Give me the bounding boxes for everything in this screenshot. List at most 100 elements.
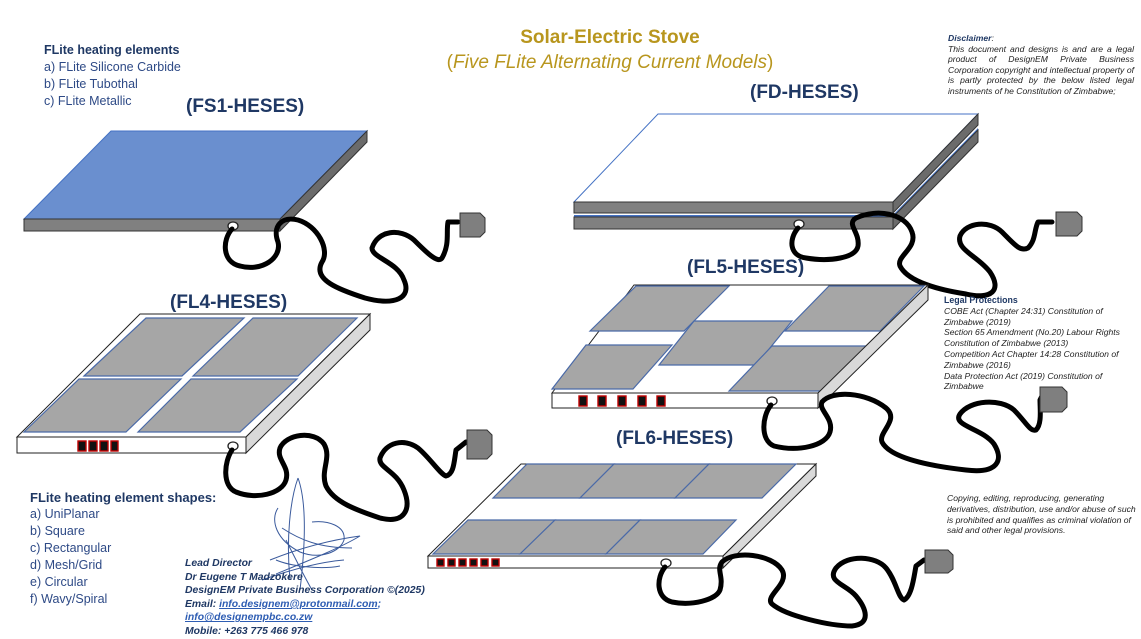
control-button[interactable] xyxy=(637,395,647,407)
contact-role: Lead Director xyxy=(185,558,252,569)
fl5-side-edge xyxy=(817,283,929,410)
element-shapes-list: FLite heating element shapes: a) UniPlan… xyxy=(30,489,216,608)
fd-top-surface xyxy=(572,113,980,203)
email-separator: ; xyxy=(377,598,382,610)
fl5-power-cord xyxy=(761,391,1045,474)
control-button[interactable] xyxy=(88,440,98,452)
control-button[interactable] xyxy=(447,558,456,567)
subtitle-text: Five FLite Alternating Current Models xyxy=(453,52,767,73)
email-link-protonmail[interactable]: info.designem@protonmail.com xyxy=(219,598,378,610)
fd-top-side-edge xyxy=(892,112,979,215)
page-subtitle: (Five FLite Alternating Current Models) xyxy=(420,50,800,76)
contact-email-line: Email: info.designem@protonmail.com; xyxy=(185,598,425,612)
fl5-heating-plate xyxy=(657,320,794,366)
model-label-fd: (FD-HESES) xyxy=(750,82,859,103)
fd-power-cord xyxy=(789,210,1055,299)
element-shapes-heading: FLite heating element shapes: xyxy=(30,490,217,505)
stove-fd xyxy=(572,112,1083,299)
disclaimer-heading-colon: : xyxy=(991,33,994,43)
subtitle-paren-close: ) xyxy=(766,52,774,73)
disclaimer-heading-text: Disclaimer xyxy=(948,33,992,43)
control-button[interactable] xyxy=(436,558,445,567)
fl5-control-buttons xyxy=(578,395,666,407)
fl5-front-edge xyxy=(551,392,819,409)
element-shape-item: e) Circular xyxy=(30,575,88,589)
heating-elements-heading: FLite heating elements xyxy=(44,43,180,57)
element-shape-item: c) Rectangular xyxy=(30,541,112,555)
model-label-fl4: (FL4-HESES) xyxy=(170,292,288,313)
model-label-fl5: (FL5-HESES) xyxy=(687,257,805,278)
control-button[interactable] xyxy=(458,558,467,567)
page-title: Solar-Electric Stove xyxy=(520,27,700,48)
fl5-heating-plate xyxy=(588,285,731,332)
legal-protections-block: Legal Protections COBE Act (Chapter 24:3… xyxy=(944,295,1139,392)
contact-name: Dr Eugene T Madzokere xyxy=(185,571,303,583)
disclaimer-text: This document and designs is and are a l… xyxy=(948,43,1134,96)
stove-fl5 xyxy=(550,283,1068,474)
fl6-control-buttons xyxy=(436,558,500,567)
disclaimer-block: Disclaimer: This document and designs is… xyxy=(948,33,1134,96)
legal-protection-item: Section 65 Amendment (No.20) Labour Righ… xyxy=(944,327,1120,349)
contact-email-line-2: info@designempbc.co.zw xyxy=(185,611,425,625)
fs1-front-edge xyxy=(23,218,281,232)
fl4-power-cord xyxy=(223,432,469,522)
copy-notice: Copying, editing, reproducing, generatin… xyxy=(947,493,1136,536)
disclaimer-heading: Disclaimer: xyxy=(948,33,1134,44)
control-button[interactable] xyxy=(597,395,607,407)
control-button[interactable] xyxy=(99,440,109,452)
heating-element-item: b) FLite Tubothal xyxy=(44,77,138,91)
email-link-designempbc[interactable]: info@designempbc.co.zw xyxy=(185,612,313,624)
control-button[interactable] xyxy=(491,558,500,567)
fl5-power-plug xyxy=(1039,386,1068,413)
heating-element-item: a) FLite Silicone Carbide xyxy=(44,60,181,74)
control-button[interactable] xyxy=(110,440,119,452)
heating-elements-list: FLite heating elements a) FLite Silicone… xyxy=(44,42,181,110)
signature xyxy=(261,477,361,591)
control-button[interactable] xyxy=(480,558,489,567)
heating-element-item: c) FLite Metallic xyxy=(44,94,132,108)
fl6-heating-plate xyxy=(673,463,798,499)
control-button[interactable] xyxy=(617,395,627,407)
legal-protection-item: Competition Act Chapter 14:28 Constituti… xyxy=(944,348,1119,370)
control-button[interactable] xyxy=(656,395,666,407)
fs1-power-cord xyxy=(222,216,461,304)
fd-bottom-front-edge xyxy=(573,216,894,230)
legal-protections-heading: Legal Protections xyxy=(944,295,1018,305)
fl6-heating-plate xyxy=(604,519,738,555)
element-shape-item: f) Wavy/Spiral xyxy=(30,592,108,606)
control-button[interactable] xyxy=(469,558,478,567)
control-button[interactable] xyxy=(77,440,87,452)
control-button[interactable] xyxy=(578,395,588,407)
fl4-front-edge xyxy=(16,436,247,454)
fl6-power-cord xyxy=(656,552,927,629)
page-title-block: Solar-Electric Stove (Five FLite Alterna… xyxy=(420,26,800,76)
fl4-heating-plate xyxy=(82,317,246,377)
legal-protection-item: COBE Act (Chapter 24:31) Constitution of… xyxy=(944,305,1103,327)
fl6-power-plug xyxy=(924,549,954,574)
model-label-fs1: (FS1-HESES) xyxy=(186,96,305,117)
fl4-control-buttons xyxy=(77,440,119,452)
fl4-side-edge xyxy=(245,312,371,455)
stove-fl4 xyxy=(15,312,493,522)
subtitle-paren-open: ( xyxy=(446,52,453,73)
element-shape-item: b) Square xyxy=(30,524,85,538)
model-label-fl6: (FL6-HESES) xyxy=(616,428,734,449)
element-shape-item: d) Mesh/Grid xyxy=(30,558,103,572)
fs1-power-plug xyxy=(459,212,486,238)
fl5-heating-plate xyxy=(783,285,926,332)
contact-company: DesignEM Private Business Corporation ©(… xyxy=(185,585,425,597)
fl4-power-plug xyxy=(466,429,493,460)
fl4-heating-plate xyxy=(136,378,299,433)
stove-fs1 xyxy=(22,129,486,304)
email-label: Email: xyxy=(185,598,220,610)
contact-mobile: Mobile: +263 775 466 978 xyxy=(185,625,309,637)
element-shape-item: a) UniPlanar xyxy=(30,507,100,521)
fl5-heating-plate xyxy=(550,344,674,390)
contact-block: Lead Director Dr Eugene T Madzokere Desi… xyxy=(185,557,425,639)
legal-protection-item: Data Protection Act (2019) Constitution … xyxy=(944,370,1103,392)
fl4-heating-plate xyxy=(22,378,183,433)
fd-bottom-side-edge xyxy=(892,128,979,231)
fs1-top-surface xyxy=(22,130,369,220)
fl4-heating-plate xyxy=(191,317,359,377)
